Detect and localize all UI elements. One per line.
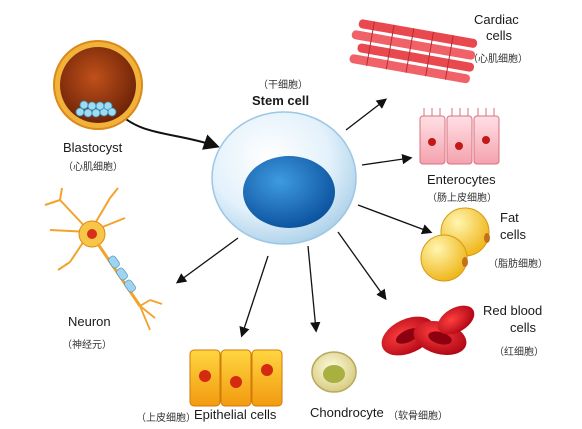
stem-cell-illustration: [211, 111, 357, 245]
fat-cells-illustration: [420, 207, 490, 282]
enterocytes-illustration: [419, 108, 500, 165]
arrow-to-cardiac: [345, 98, 388, 131]
neuron-illustration: [44, 187, 163, 331]
arrow-to-fat: [357, 204, 433, 235]
neuron-label: Neuron: [68, 314, 111, 329]
stem-cell-cn-label: （干细胞）: [258, 80, 308, 91]
rbc-label-line1: Red blood: [483, 303, 543, 318]
chondrocyte-label: Chondrocyte: [310, 405, 384, 420]
neuron-cn-label: （神经元）: [62, 340, 112, 351]
arrow-to-chondrocyte: [307, 245, 321, 333]
arrow-blastocyst-to-stem: [117, 111, 220, 150]
stem-cell-label: Stem cell: [252, 93, 310, 108]
rbc-label-line2: cells: [510, 320, 537, 335]
fat-label-line2: cells: [500, 227, 527, 242]
arrow-to-epithelial: [239, 255, 269, 338]
rbc-cn-label: （红细胞）: [494, 347, 544, 358]
arrow-to-rbc: [337, 231, 387, 301]
epithelial-label: Epithelial cells: [194, 407, 277, 422]
epithelial-cells-illustration: [189, 349, 283, 407]
blastocyst-illustration: [53, 40, 143, 130]
epithelial-cn-label: （上皮细胞）: [136, 413, 196, 424]
chondrocyte-illustration: [311, 351, 357, 393]
cardiac-cn-label: （心肌细胞）: [468, 54, 528, 65]
red-blood-cells-illustration: [381, 305, 475, 356]
fat-label-line1: Fat: [500, 210, 519, 225]
chondrocyte-cn-label: （软骨细胞）: [388, 411, 448, 422]
cardiac-label-line1: Cardiac: [474, 12, 519, 27]
fat-cn-label: （脂肪细胞）: [488, 259, 548, 270]
arrows: [175, 98, 433, 338]
arrow-to-enterocytes: [361, 153, 413, 166]
arrow-to-neuron: [175, 237, 239, 284]
enterocytes-cn-label: （肠上皮细胞）: [427, 193, 497, 204]
blastocyst-cn-label: （心肌细胞）: [63, 162, 123, 173]
cardiac-cells-illustration: [349, 19, 478, 84]
blastocyst-label: Blastocyst: [63, 140, 123, 155]
cardiac-label-line2: cells: [486, 28, 513, 43]
enterocytes-label: Enterocytes: [427, 172, 496, 187]
